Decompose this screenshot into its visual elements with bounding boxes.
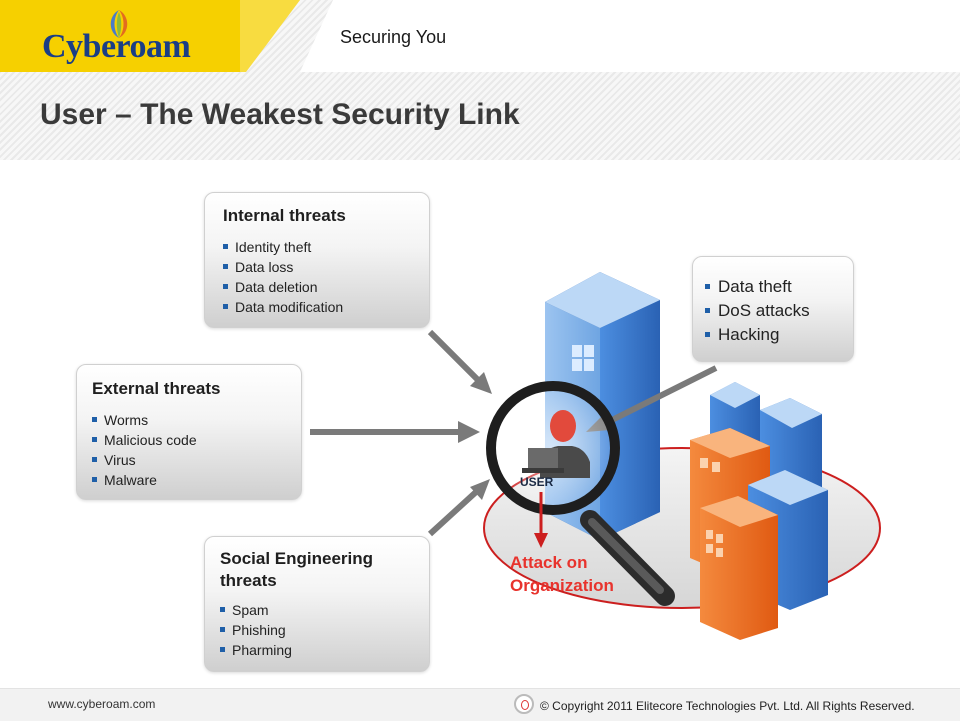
building-blue-back [710,382,822,534]
elitecore-logo-icon [514,694,534,714]
arrow-external-head [458,421,480,443]
logo-panel [0,0,300,72]
social-engineering-threats-box: Social Engineering threats Spam Phishing… [204,536,430,672]
header-top-strip [300,0,960,72]
list-item: Identity theft [223,237,346,257]
user-label: USER [520,475,554,489]
attack-on-organization-label: Attack on Organization [510,553,614,595]
arrow-social-head [470,479,490,500]
social-engineering-heading: Social Engineering threats [220,549,374,590]
building-orange-front [700,496,778,640]
cyberoam-logo[interactable]: Cyberoam [42,28,191,65]
arrow-attacks [602,365,718,427]
footer-url[interactable]: www.cyberoam.com [48,697,156,711]
arrow-attacks-head [586,415,610,432]
list-item: Data loss [223,257,346,277]
tagline: Securing You [340,27,447,47]
list-item: Malicious code [92,430,221,450]
external-threats-heading: External threats [92,379,221,398]
list-item: Worms [92,410,221,430]
list-item: Pharming [220,640,415,660]
list-item: Data theft [705,275,810,299]
list-item: Virus [92,450,221,470]
attacks-box: Data theft DoS attacks Hacking [692,256,854,362]
list-item: Hacking [705,323,810,347]
attack-arrow [534,492,548,548]
list-item: Phishing [220,620,415,640]
building-blue-front [748,470,828,610]
building-blue-large [545,272,660,540]
list-item: Malware [92,470,221,490]
logo-swirl-icon [110,10,128,38]
list-item: Data modification [223,297,346,317]
building-orange-middle [690,428,770,575]
arrow-internal-head [470,372,492,394]
list-item: Data deletion [223,277,346,297]
arrow-internal [427,329,481,383]
list-item: Spam [220,600,415,620]
arrow-social [427,489,479,537]
external-threats-box: External threats Worms Malicious code Vi… [76,364,302,500]
list-item: DoS attacks [705,299,810,323]
page-title: User – The Weakest Security Link [40,98,520,131]
internal-threats-heading: Internal threats [223,206,346,225]
footer-copyright: © Copyright 2011 Elitecore Technologies … [540,699,915,713]
footer: www.cyberoam.com © Copyright 2011 Elitec… [0,688,960,721]
user-at-laptop-icon [522,410,590,478]
internal-threats-box: Internal threats Identity theft Data los… [204,192,430,328]
threat-arrows [310,329,718,537]
